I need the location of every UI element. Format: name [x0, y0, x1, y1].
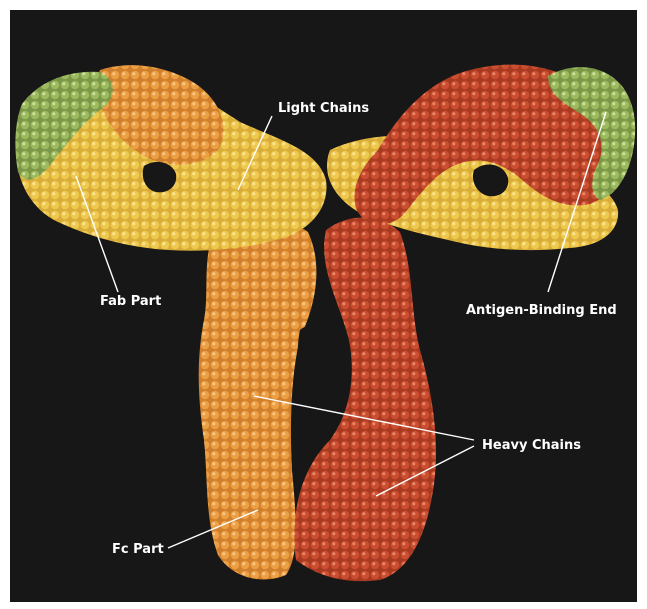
- label-light-chains: Light Chains: [278, 101, 369, 116]
- label-antigen-binding-end: Antigen-Binding End: [466, 303, 617, 318]
- label-heavy-chains: Heavy Chains: [482, 438, 581, 453]
- label-fab-part: Fab Part: [100, 294, 161, 309]
- label-fc-part: Fc Part: [112, 542, 164, 557]
